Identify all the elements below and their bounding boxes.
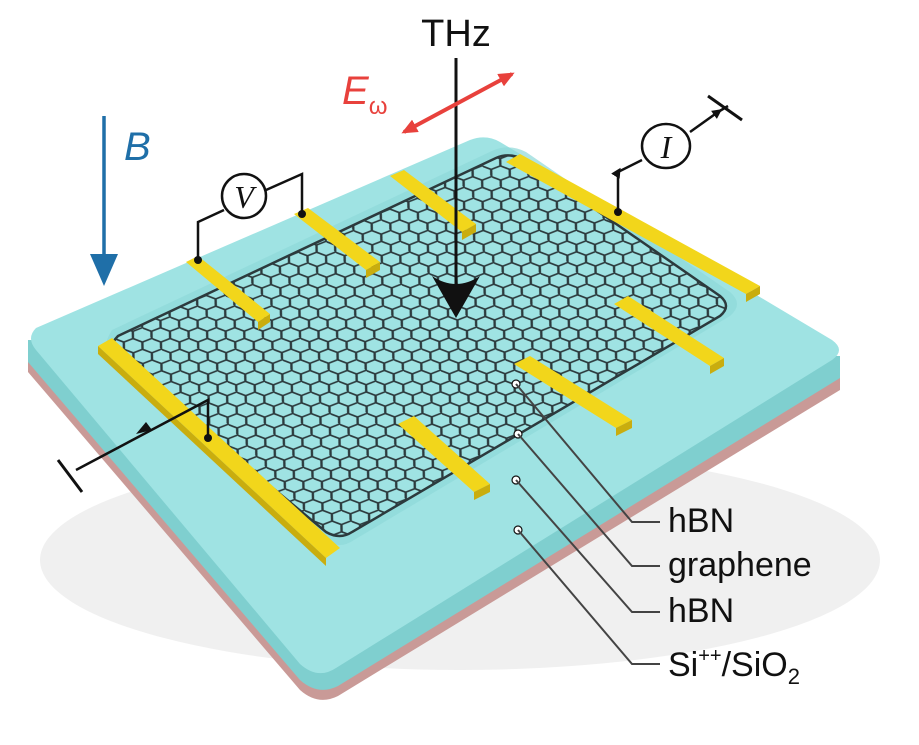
callout-hbn-bottom: hBN xyxy=(511,475,734,630)
e-field-label: Eω xyxy=(342,69,387,120)
layer-label-hbn-top: hBN xyxy=(668,502,734,540)
e-field-arrow: Eω xyxy=(342,69,515,134)
thz-arrowhead xyxy=(432,276,480,318)
contact-top-1 xyxy=(186,256,270,330)
thz-label: THz xyxy=(421,13,491,55)
callout-graphene: graphene xyxy=(513,429,812,584)
magnetic-field-label: B xyxy=(124,125,151,169)
ammeter-circuit: I xyxy=(611,94,743,216)
ammeter-label: I xyxy=(660,129,673,165)
ground-terminal-right xyxy=(707,94,743,122)
voltmeter-circuit: V xyxy=(194,172,306,264)
voltmeter-symbol xyxy=(220,172,268,220)
contact-top-2 xyxy=(294,208,380,278)
callout-hbn-top: hBN xyxy=(511,379,734,540)
magnetic-field-arrow: B xyxy=(90,116,151,286)
callout-substrate: Si++/SiO2 xyxy=(513,525,800,689)
layer-label-substrate: Si++/SiO2 xyxy=(668,645,800,689)
contact-bottom-2 xyxy=(514,356,632,436)
contact-right-long xyxy=(506,154,760,302)
layer-label-graphene: graphene xyxy=(668,546,812,584)
voltmeter-label: V xyxy=(234,179,257,215)
ground-terminal-left xyxy=(56,459,84,493)
contact-bottom-3 xyxy=(614,296,724,374)
ammeter-symbol xyxy=(640,122,692,170)
contact-left-long xyxy=(98,338,340,566)
layer-callouts: hBN graphene hBN Si++/SiO2 xyxy=(511,379,812,689)
layer-label-hbn-bottom: hBN xyxy=(668,592,734,630)
left-current-lead xyxy=(56,397,212,493)
contact-bottom-1 xyxy=(398,416,490,500)
